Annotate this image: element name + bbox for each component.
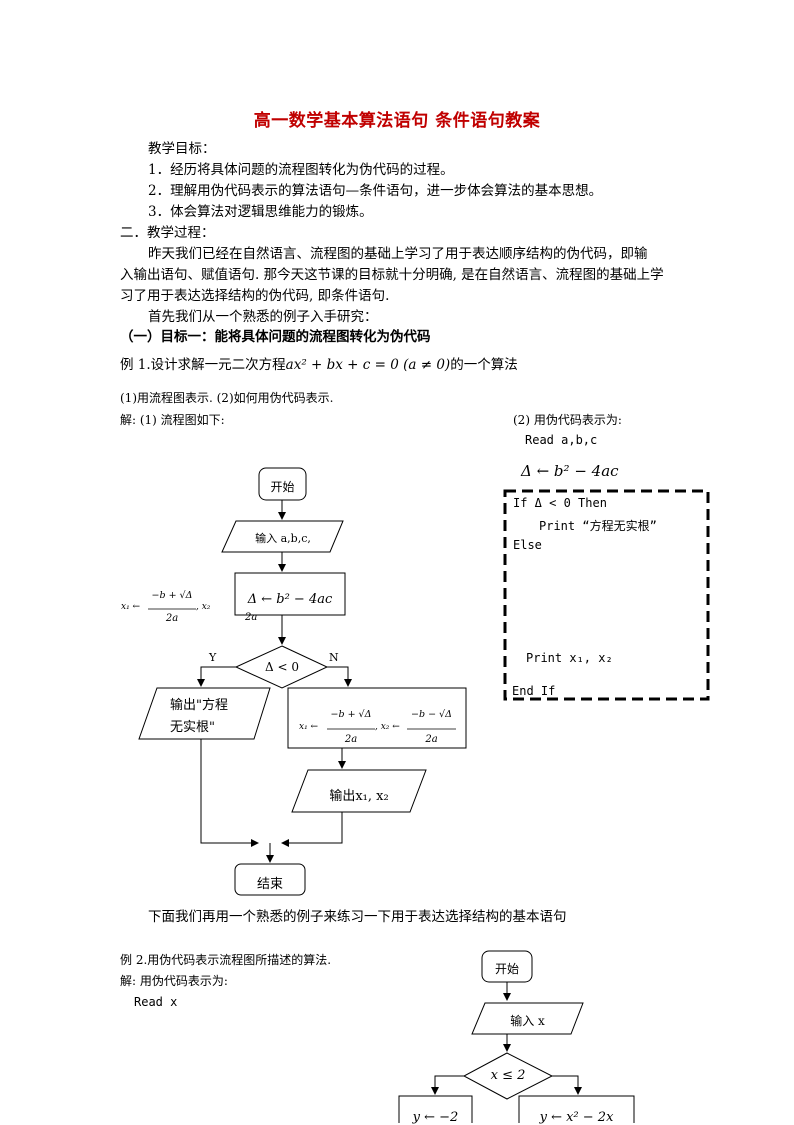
flow-input-label: 输入 a,b,c, [255, 532, 311, 545]
process-para-line-3: 习了用于表达选择结构的伪代码, 即条件语句. [120, 288, 390, 304]
example2-read: Read x [134, 995, 178, 1009]
code-box [503, 489, 710, 701]
flow-no-label: N [329, 651, 339, 664]
flow-arrow-merge [200, 739, 259, 847]
flow-end-box [234, 863, 306, 896]
flow2-right-box [518, 1095, 635, 1123]
flow2-input-label: 输入 x [510, 1014, 545, 1028]
flow-yes-label: Y [209, 651, 217, 664]
flow-output-label: 输出x₁, x₂ [329, 789, 389, 804]
example1-parts: (1)用流程图表示. (2)如何用伪代码表示. [120, 391, 334, 405]
code-print2: Print x₁, x₂ [526, 651, 613, 665]
flow-root-num2: −b − √Δ [411, 709, 452, 720]
flow-no-root-box [138, 687, 271, 740]
code-if: If Δ < 0 Then [513, 496, 607, 510]
example1-suffix: 的一个算法 [450, 357, 518, 373]
flow2-arrow-right [552, 1075, 582, 1095]
flow-input-box [221, 520, 344, 553]
process-para-line-1: 昨天我们已经在自然语言、流程图的基础上学习了用于表达顺序结构的伪代码，即输 [148, 246, 648, 262]
transition-text: 下面我们再用一个熟悉的例子来练习一下用于表达选择结构的基本语句 [148, 909, 567, 925]
flow-arrow-yes [197, 666, 236, 687]
process-lead: 首先我们从一个熟悉的例子入手研究： [148, 309, 378, 325]
flow-no-root-label-1: 输出"方程 [170, 698, 228, 713]
code-else: Else [513, 538, 542, 552]
flow-arrow-no [327, 666, 352, 687]
flow-root-num1: −b + √Δ [330, 709, 372, 720]
code-read: Read a,b,c [525, 433, 598, 447]
process-para-line-2: 入输出语句、赋值语句. 那今天这节课的目标就十分明确, 是在自然语言、流程图的基… [120, 267, 664, 283]
code-print1: Print “方程无实根” [539, 519, 657, 533]
flow2-right-label: y ← x² − 2x [539, 1110, 614, 1125]
example1-statement: 例 1.设计求解一元二次方程ax² + bx + c = 0 (a ≠ 0)的一… [120, 355, 518, 376]
goal-item-2: 2．理解用伪代码表示的算法语句—条件语句，进一步体会算法的基本思想。 [148, 183, 603, 199]
flow2-arrow-left [431, 1075, 464, 1095]
flow-arrow-merge [281, 812, 343, 847]
flow-decision-label: Δ < 0 [265, 660, 299, 674]
example2-title: 例 2.用伪代码表示流程图所描述的算法. [120, 953, 332, 967]
page-title: 高一数学基本算法语句 条件语句教案 [253, 111, 541, 131]
flow-root-x2: , x₂ ← [375, 722, 400, 732]
goals-heading: 教学目标： [148, 141, 216, 157]
example1-solution-right: (2) 用伪代码表示为: [513, 413, 622, 427]
flow-end-label: 结束 [256, 877, 283, 892]
flow-decision [234, 645, 329, 689]
stray-num: −b + √Δ [151, 590, 193, 601]
flow-roots-box [287, 687, 467, 749]
example2-solution: 解: 用伪代码表示为: [120, 974, 228, 988]
flow2-start-label: 开始 [494, 962, 519, 976]
goal-item-1: 1．经历将具体问题的流程图转化为伪代码的过程。 [148, 162, 454, 178]
goal-item-3: 3．体会算法对逻辑思维能力的锻炼。 [148, 204, 373, 220]
flow-start-label: 开始 [270, 480, 295, 494]
flow2-left-label: y ← −2 [412, 1110, 459, 1125]
flow-no-root-label-2: 无实根" [170, 720, 215, 735]
process-heading: 二．教学过程： [120, 225, 215, 241]
example1-equation: ax² + bx + c = 0 (a ≠ 0) [285, 357, 451, 373]
flow-output-box [291, 769, 427, 813]
code-assign: Δ ← b² − 4ac [521, 462, 619, 480]
flow-root-x1: x₁ ← [299, 722, 319, 732]
flow-stray-den2: 2a [245, 612, 258, 623]
flow2-decision-label: x ≤ 2 [490, 1068, 526, 1083]
flow2-input-box [471, 1002, 584, 1035]
example1-prefix: 例 1.设计求解一元二次方程 [120, 357, 286, 373]
flow2-left-box [398, 1095, 473, 1123]
flow-assign-box [234, 572, 346, 616]
flow2-decision [462, 1052, 554, 1100]
flow-root-den2: 2a [425, 734, 438, 745]
flow-assign-label: Δ ← b² − 4ac [247, 592, 333, 607]
goal1-heading: （一）目标一：能将具体问题的流程图转化为伪代码 [120, 329, 431, 345]
code-endif: End If [512, 684, 556, 698]
stray-x2: , x₂ [196, 602, 211, 612]
stray-den: 2a [165, 613, 179, 624]
example1-solution-left: 解: (1) 流程图如下: [120, 413, 225, 427]
stray-x1: x₁ ← [121, 602, 141, 612]
flow-root-den1: 2a [344, 734, 358, 745]
